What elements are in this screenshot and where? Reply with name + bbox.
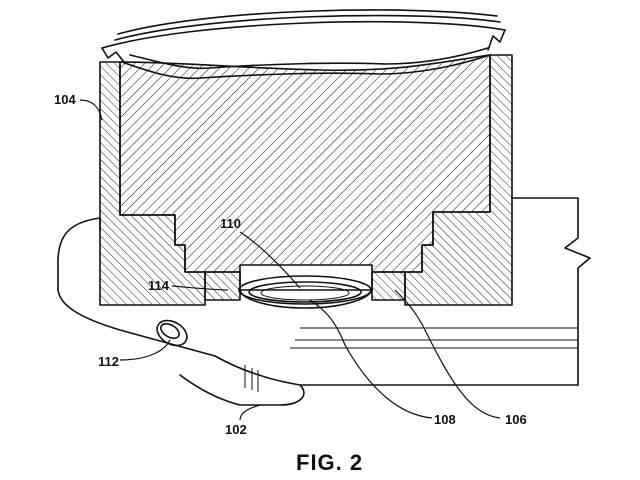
ref-label-106: 106 — [505, 412, 527, 427]
figure-caption: FIG. 2 — [296, 450, 363, 475]
ref-label-114: 114 — [148, 278, 170, 293]
lens-cap-body — [101, 9, 506, 273]
leader-114 — [171, 285, 229, 291]
gasket-114 — [204, 271, 241, 301]
ref-label-108: 108 — [434, 412, 456, 427]
ref-label-110: 110 — [220, 216, 241, 231]
ref-label-112: 112 — [98, 354, 119, 369]
lens-window — [238, 271, 373, 309]
leader-lines — [79, 99, 501, 419]
device-housing — [57, 197, 591, 406]
leader-110 — [239, 231, 301, 289]
leader-102 — [239, 404, 261, 421]
side-port — [156, 319, 188, 347]
ref-label-104: 104 — [54, 92, 76, 107]
leader-106 — [394, 289, 501, 419]
leader-104 — [79, 99, 103, 121]
leader-112 — [119, 339, 171, 361]
ref-label-102: 102 — [225, 422, 247, 437]
leader-108 — [309, 299, 433, 419]
